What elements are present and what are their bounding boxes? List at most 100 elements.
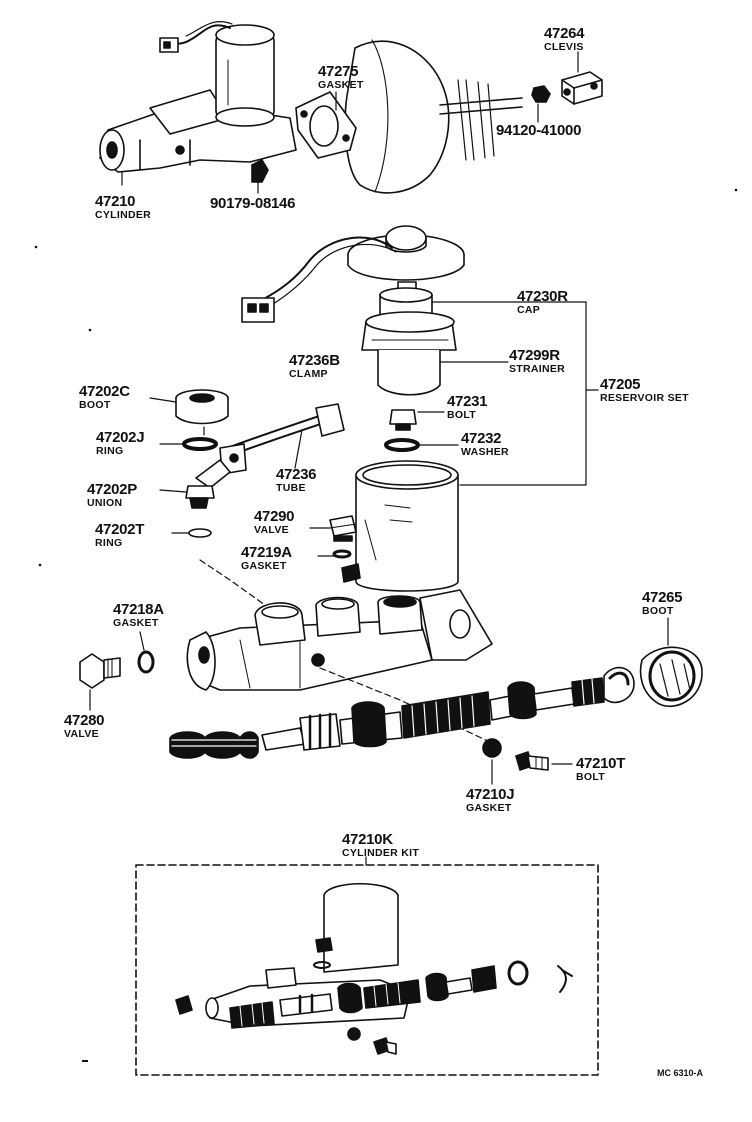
ring-47202t-drawing: [188, 528, 212, 538]
part-name: RING: [95, 537, 123, 549]
washer-47232-drawing: [384, 438, 420, 452]
part-name: CAP: [517, 304, 541, 316]
label-47210k: 47210K CYLINDER KIT: [342, 832, 419, 859]
part-number: 47280: [64, 712, 105, 729]
valve-47290-drawing: [329, 515, 357, 542]
part-number: 94120-41000: [496, 122, 582, 139]
part-name: BOLT: [447, 409, 476, 421]
diagram-code: MC 6310-A: [657, 1068, 704, 1078]
strainer-drawing: [361, 311, 457, 396]
label-47202p: 47202P UNION: [87, 482, 137, 509]
label-47265: 47265 BOOT: [642, 589, 683, 617]
label-47236b: 47236B CLAMP: [289, 353, 340, 380]
part-name: GASKET: [113, 617, 159, 629]
tube-47236-drawing: [219, 403, 345, 475]
stray-marks: [34, 188, 738, 1062]
part-number: 47202C: [79, 383, 130, 400]
label-47210t: 47210T BOLT: [576, 756, 625, 783]
part-name: CLAMP: [289, 368, 328, 380]
part-number: 47231: [447, 393, 488, 410]
part-name: BOLT: [576, 771, 605, 783]
part-name: RING: [96, 445, 124, 457]
part-number: 47236B: [289, 352, 340, 369]
part-number: 47264: [544, 25, 585, 42]
master-cylinder-top-drawing: [99, 21, 297, 173]
part-name: CYLINDER KIT: [342, 847, 420, 859]
part-number: 47232: [461, 430, 502, 447]
label-47230r: 47230R CAP: [517, 289, 568, 316]
brake-booster-drawing: [344, 39, 523, 194]
secondary-piston-drawing: [489, 666, 635, 721]
union-47202p-drawing: [185, 459, 231, 509]
part-name: GASKET: [466, 802, 512, 814]
part-number: 47210: [95, 193, 136, 210]
label-47202j: 47202J RING: [96, 429, 145, 457]
part-number: 47236: [276, 466, 317, 483]
part-number: 47205: [600, 376, 641, 393]
label-90179-08146: 90179-08146: [210, 196, 295, 211]
gasket-47218a-drawing: [137, 650, 155, 674]
boot-47202c-drawing: [175, 389, 229, 425]
part-name: GASKET: [241, 560, 287, 572]
part-number: 47265: [642, 589, 683, 606]
part-number: 47219A: [241, 544, 292, 561]
part-number: 90179-08146: [210, 195, 296, 212]
label-47232: 47232 WASHER: [461, 431, 509, 458]
part-number: 47202J: [96, 429, 145, 446]
part-name: VALVE: [64, 728, 99, 740]
part-name: UNION: [87, 497, 123, 509]
boot-47265-drawing: [639, 646, 703, 707]
label-94120-41000: 94120-41000: [496, 123, 581, 138]
bolt-47210t-drawing: [515, 751, 549, 771]
cylinder-kit-drawing: [175, 882, 573, 1055]
part-name: VALVE: [254, 524, 289, 536]
part-name: GASKET: [318, 79, 364, 91]
part-name: WASHER: [461, 446, 509, 458]
gasket-47210j-drawing: [482, 738, 502, 758]
label-47219a: 47219A GASKET: [241, 545, 292, 572]
label-47299r: 47299R STRAINER: [509, 348, 565, 375]
part-name: CLEVIS: [544, 41, 584, 53]
primary-piston-drawing: [261, 691, 491, 751]
label-47280: 47280 VALVE: [64, 712, 105, 740]
plug-90179-drawing: [251, 159, 269, 183]
cylinder-kit-box: [135, 856, 599, 1076]
clevis-drawing: [561, 71, 603, 105]
piston-spring-drawing: [169, 731, 259, 759]
part-number: 47210T: [576, 755, 626, 772]
part-number: 47210K: [342, 831, 393, 848]
label-47264: 47264 CLEVIS: [544, 25, 585, 53]
part-name: BOOT: [79, 399, 111, 411]
part-number: 47210J: [466, 786, 515, 803]
gasket-47219a-drawing: [332, 549, 352, 559]
master-cylinder-body-drawing: [186, 589, 493, 691]
part-name: RESERVOIR SET: [600, 392, 689, 404]
label-47202t: 47202T RING: [95, 522, 144, 549]
bolt-47231-drawing: [389, 409, 417, 431]
label-47218a: 47218A GASKET: [113, 602, 164, 629]
part-number: 47290: [254, 508, 295, 525]
part-name: TUBE: [276, 482, 306, 494]
part-number: 47230R: [517, 288, 568, 305]
label-47231: 47231 BOLT: [447, 393, 488, 421]
part-number: 47202P: [87, 481, 137, 498]
part-name: STRAINER: [509, 363, 566, 375]
part-name: BOOT: [642, 605, 674, 617]
part-number: 47299R: [509, 347, 560, 364]
label-47290: 47290 VALVE: [254, 508, 295, 536]
part-number: 47218A: [113, 601, 164, 618]
label-47202c: 47202C BOOT: [79, 384, 130, 411]
reservoir-tank-drawing: [341, 460, 459, 592]
label-47205: 47205 RESERVOIR SET: [600, 377, 689, 404]
part-number: 47202T: [95, 521, 145, 538]
part-name: CYLINDER: [95, 209, 152, 221]
label-47210: 47210 CYLINDER: [95, 194, 151, 221]
label-47210j: 47210J GASKET: [466, 786, 515, 814]
label-47275: 47275 GASKET: [318, 64, 364, 91]
nut-94120-drawing: [531, 85, 551, 103]
ring-47202j-drawing: [182, 437, 218, 451]
part-number: 47275: [318, 63, 359, 80]
valve-47280-drawing: [79, 653, 121, 689]
